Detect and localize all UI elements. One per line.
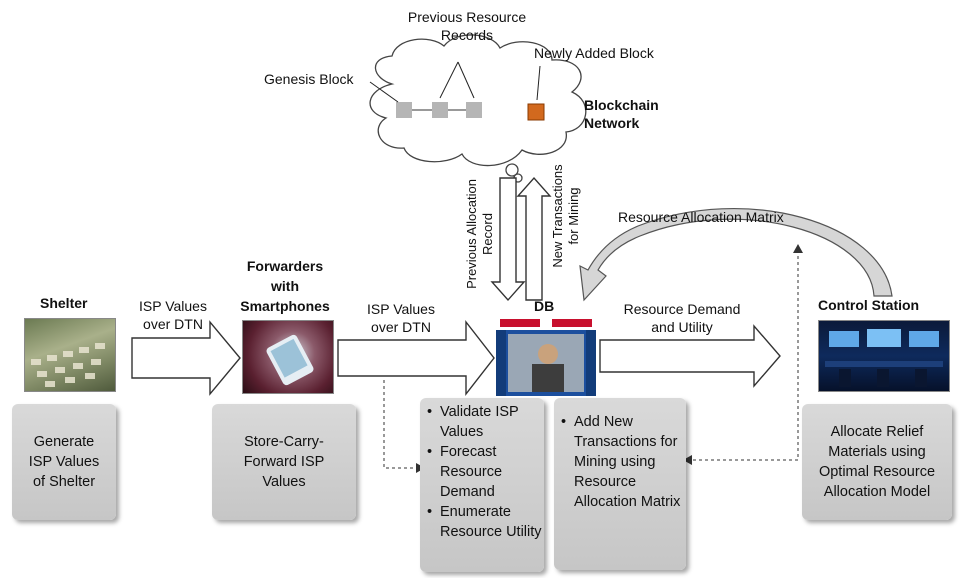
db-task-enumerate: Enumerate Resource Utility <box>427 502 544 542</box>
label-previous-resource-records: Previous Resource Records <box>407 9 527 43</box>
db-kiosk-photo <box>496 316 596 396</box>
shelter-photo <box>24 318 116 392</box>
label-isp-2: ISP Values over DTN <box>367 301 435 335</box>
label-resource-demand: Resource Demand and Utility <box>623 301 741 335</box>
arrow-up-new-transactions <box>516 176 552 301</box>
dashed-arrowhead-3 <box>793 244 803 253</box>
label-isp-1: ISP Values over DTN <box>139 298 207 332</box>
panel-control: Allocate Relief Materials using Optimal … <box>802 404 952 520</box>
db-task-validate: Validate ISP Values <box>427 402 544 442</box>
genesis-block <box>396 102 412 118</box>
curved-arrow-resource-matrix <box>579 208 893 302</box>
title-shelter: Shelter <box>40 295 88 311</box>
label-genesis-block: Genesis Block <box>264 71 354 87</box>
dashed-matrix-to-panel <box>692 250 799 461</box>
panel-mining: Add New Transactions for Mining using Re… <box>554 398 686 570</box>
new-block <box>527 103 545 121</box>
forwarders-photo <box>242 320 334 394</box>
arrow-db-to-control <box>599 324 781 388</box>
chain-block-2 <box>432 102 448 118</box>
police-kiosk-icon <box>496 316 596 396</box>
dashed-forwarder-to-panel <box>383 380 416 469</box>
panel-forwarders: Store-Carry- Forward ISP Values <box>212 404 356 520</box>
title-control-station: Control Station <box>818 297 920 313</box>
title-db: DB <box>534 298 555 314</box>
label-new-transactions: New Transactions for Mining <box>550 164 581 268</box>
label-resource-allocation-matrix: Resource Allocation Matrix <box>618 209 784 225</box>
db-task-forecast: Forecast Resource Demand <box>427 442 544 502</box>
arrow-forwarders-to-db <box>337 319 495 397</box>
mining-tasks-list: Add New Transactions for Mining using Re… <box>554 412 686 512</box>
db-tasks-list: Validate ISP Values Forecast Resource De… <box>420 402 544 542</box>
label-newly-added-block: Newly Added Block <box>534 45 654 61</box>
mining-task: Add New Transactions for Mining using Re… <box>561 412 686 512</box>
smartphone-icon <box>266 334 314 386</box>
label-previous-allocation-record: Previous Allocation Record <box>464 179 495 289</box>
arrow-shelter-to-forwarders <box>131 320 241 396</box>
panel-db: Validate ISP Values Forecast Resource De… <box>420 398 544 572</box>
control-station-photo <box>818 320 950 392</box>
arrow-down-previous-record <box>490 177 526 302</box>
callout-previous <box>439 61 459 99</box>
control-room-icon <box>825 329 943 387</box>
dashed-arrowhead-2 <box>683 455 692 465</box>
shelter-photo-art <box>31 343 105 387</box>
callout-genesis <box>369 81 399 103</box>
callout-new-block <box>536 65 541 101</box>
blockchain-cloud <box>369 34 587 183</box>
label-blockchain-network: Blockchain Network <box>584 97 659 131</box>
panel-shelter: Generate ISP Values of Shelter <box>12 404 116 520</box>
chain-block-3 <box>466 102 482 118</box>
title-forwarders: Forwarders with Smartphones <box>240 258 330 314</box>
callout-previous-2 <box>457 61 475 99</box>
